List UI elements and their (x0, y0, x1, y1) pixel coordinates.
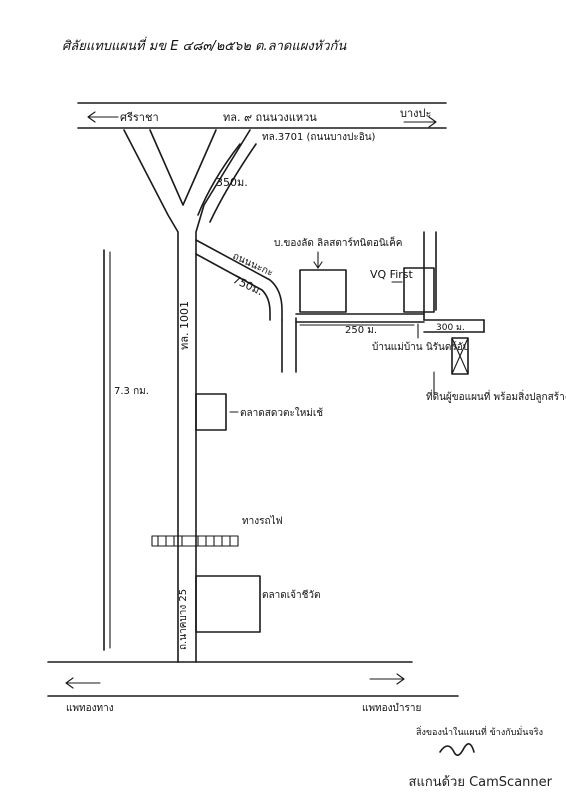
target-label: ที่ดินผู้ขอแผนที่ พร้อมสิ่งปลูกสร้าง (426, 389, 566, 403)
top-left-arrowhead (87, 111, 96, 123)
target-land-hatch-b (451, 337, 469, 375)
top-road-label: ทล. ๙ ถนนวงแหวน (223, 111, 317, 124)
railway-label: ทางรถไฟ (242, 515, 283, 527)
company-building (299, 269, 347, 313)
top-right-destination: บางปะ (400, 107, 431, 120)
bottom-left-arrowhead (65, 677, 74, 689)
upper-diagonal-distance: 350ม. (216, 176, 248, 189)
vertical-road-label: ทล. 1001 (178, 301, 191, 350)
stub-distance: 300 ม. (436, 323, 465, 333)
side-road-distance: 250 ม. (345, 325, 377, 336)
bottom-right-destination: แพทองบำราย (362, 703, 421, 714)
company-pointer-head (313, 261, 323, 269)
left-span-distance: 7.3 กม. (114, 386, 149, 397)
railway-crossing (151, 535, 239, 547)
signature-note: สิ่งของนำในแผนที่ ข้างกับมั่นจริง (416, 725, 543, 738)
lower-diagonal-distance: 750ม. (231, 273, 265, 298)
vq-first-label: VQ First (370, 268, 414, 281)
target-land-plot (451, 337, 469, 375)
upper-diagonal-road-b (209, 143, 257, 223)
vq-first-building (403, 267, 435, 313)
side-vertical-road-label: ถ.นาคบาง 25 (178, 589, 189, 650)
lower-diagonal-road-a (195, 239, 283, 321)
lower-diagonal-road-b (195, 253, 271, 321)
vertical-road-right-edge (195, 129, 251, 663)
branch-road-label: ทล.3701 (ถนนบางปะอิน) (262, 132, 376, 143)
y-junction-island (149, 129, 217, 206)
top-right-arrowhead (428, 116, 437, 128)
top-left-destination: ศรีราชา (120, 111, 159, 124)
market-1-label: ตลาดสดวตะใหม่เช้ (240, 407, 323, 419)
upper-diagonal-road-a (197, 143, 241, 216)
signature-scribble (439, 743, 475, 756)
company-label: บ.ของลัด ลิลสตาร์ทนิตอนิเค็ค (274, 235, 402, 249)
market-1-building (195, 393, 227, 431)
house-label: บ้านแม่บ้าน นิรันดร์อัป (372, 341, 469, 353)
map-title: ศิลัยแทบแผนที่ มข E ๔๘๓/๒๕๖๒ ต.ลาดแผงหัว… (62, 36, 347, 54)
railway-ties (157, 535, 231, 547)
market-2-building (195, 575, 261, 633)
vertical-road-left-edge (123, 129, 179, 663)
bottom-right-arrowhead (396, 673, 405, 685)
bottom-left-destination: แพทองทาง (66, 703, 114, 714)
market-2-label: ตลาดเจ้าชีวัต (262, 589, 321, 601)
scan-watermark: สแกนด้วย CamScanner (408, 775, 552, 790)
